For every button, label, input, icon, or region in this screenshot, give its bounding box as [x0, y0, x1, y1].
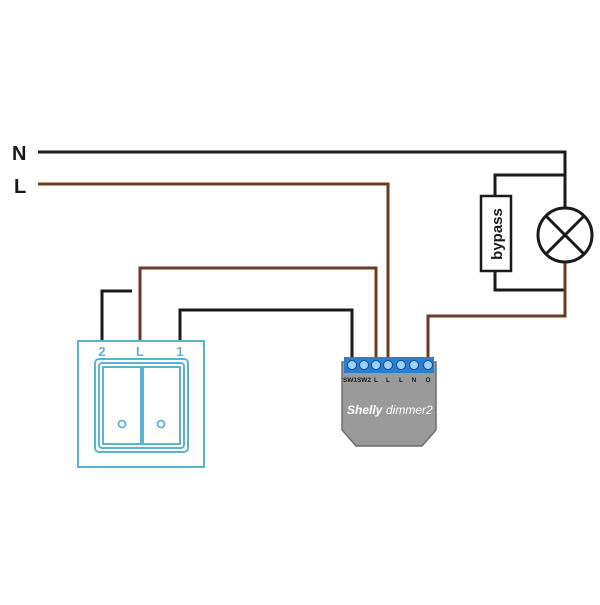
neutral-wire	[38, 150, 567, 208]
switch-terminal-l: L	[136, 344, 144, 359]
neutral-label: N	[12, 143, 26, 165]
terminal-n-label: N	[412, 377, 417, 384]
terminal-l2-label: L	[386, 377, 390, 384]
shelly-dimmer-device	[341, 357, 437, 447]
bypass-top-wire	[493, 173, 565, 196]
terminal-sw2-label: SW2	[357, 377, 371, 384]
double-rocker-switch-icon	[77, 340, 205, 468]
lamp-cross-icon	[536, 206, 594, 264]
model-label: dimmer2	[386, 403, 433, 417]
live-label: L	[14, 176, 26, 198]
rocker-left	[102, 366, 142, 445]
terminal-l3-label: L	[399, 377, 403, 384]
bypass-component: bypass	[479, 194, 513, 273]
terminal-o-label: O	[425, 377, 430, 384]
live-wire	[38, 182, 390, 358]
switch-l-wire	[138, 266, 378, 358]
switch-2-wire	[100, 289, 132, 342]
lamp-output-wire	[426, 262, 567, 358]
terminal-sw1-label: SW1	[343, 377, 357, 384]
bypass-bottom-wire	[493, 271, 565, 292]
brand-logo: Shelly	[347, 403, 384, 417]
switch-1-wire	[178, 308, 354, 358]
switch-terminal-1: 1	[176, 344, 183, 359]
switch-terminal-2: 2	[98, 344, 105, 359]
terminal-l1-label: L	[374, 377, 378, 384]
rocker-right	[142, 366, 181, 445]
bypass-label: bypass	[489, 208, 506, 260]
